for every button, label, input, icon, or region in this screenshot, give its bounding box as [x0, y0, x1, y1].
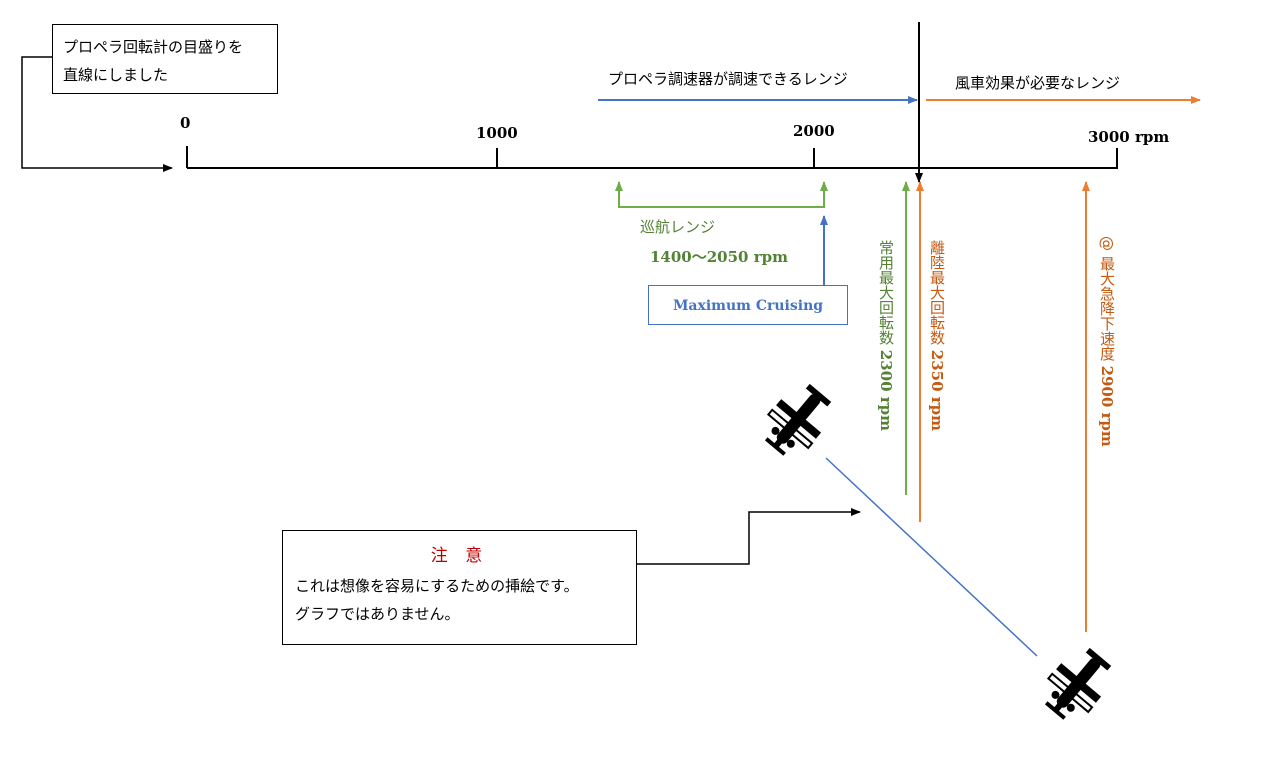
- takeoff-max-rpm: 2350 rpm: [928, 349, 946, 432]
- dive-path-line: [825, 457, 1038, 657]
- scale-note-box: プロペラ回転計の目盛りを 直線にしました: [52, 24, 278, 94]
- tick-label-2000: 2000: [793, 122, 835, 140]
- dive-max-rpm-label: @ 最大急降下速度 2900 rpm: [1097, 236, 1118, 447]
- caution-title: 注 意: [430, 546, 489, 566]
- cruise-range-rpm: 1400～2050 rpm: [650, 248, 788, 266]
- maximum-cruising-box: Maximum Cruising: [648, 285, 848, 325]
- note-connector-arrow: [21, 56, 173, 172]
- takeoff-max-text: 離陸最大回転数: [928, 240, 946, 345]
- tick-label-3000: 3000 rpm: [1088, 128, 1170, 146]
- takeoff-max-rpm-label: 離陸最大回転数 2350 rpm: [927, 240, 948, 431]
- governor-range-label: プロペラ調速器が調速できるレンジ: [608, 70, 848, 88]
- scale-note-line1: プロペラ回転計の目盛りを: [63, 38, 244, 56]
- airplane-icon: [764, 383, 832, 456]
- tick-label-0: 0: [180, 114, 191, 132]
- dive-max-rpm: 2900 rpm: [1098, 365, 1116, 447]
- normal-max-rpm-label: 常用最大回転数 2300 rpm: [876, 240, 897, 431]
- scale-note-line2: 直線にしました: [63, 66, 169, 84]
- cruise-range-bracket: [618, 182, 825, 208]
- caution-connector-arrow: [637, 508, 861, 565]
- airplane-icon: [1044, 647, 1112, 720]
- cruise-range-label: 巡航レンジ: [640, 218, 716, 236]
- caution-box: 注 意 これは想像を容易にするための挿絵です。 グラフではありません。: [282, 530, 637, 645]
- tick-label-1000: 1000: [476, 124, 518, 142]
- dive-max-text: @ 最大急降下速度: [1098, 236, 1116, 361]
- normal-max-text: 常用最大回転数: [877, 240, 895, 345]
- caution-line2: グラフではありません。: [295, 605, 460, 623]
- windmill-range-label: 風車効果が必要なレンジ: [955, 74, 1121, 92]
- normal-max-rpm: 2300 rpm: [877, 349, 895, 432]
- caution-line1: これは想像を容易にするための挿絵です。: [295, 577, 579, 595]
